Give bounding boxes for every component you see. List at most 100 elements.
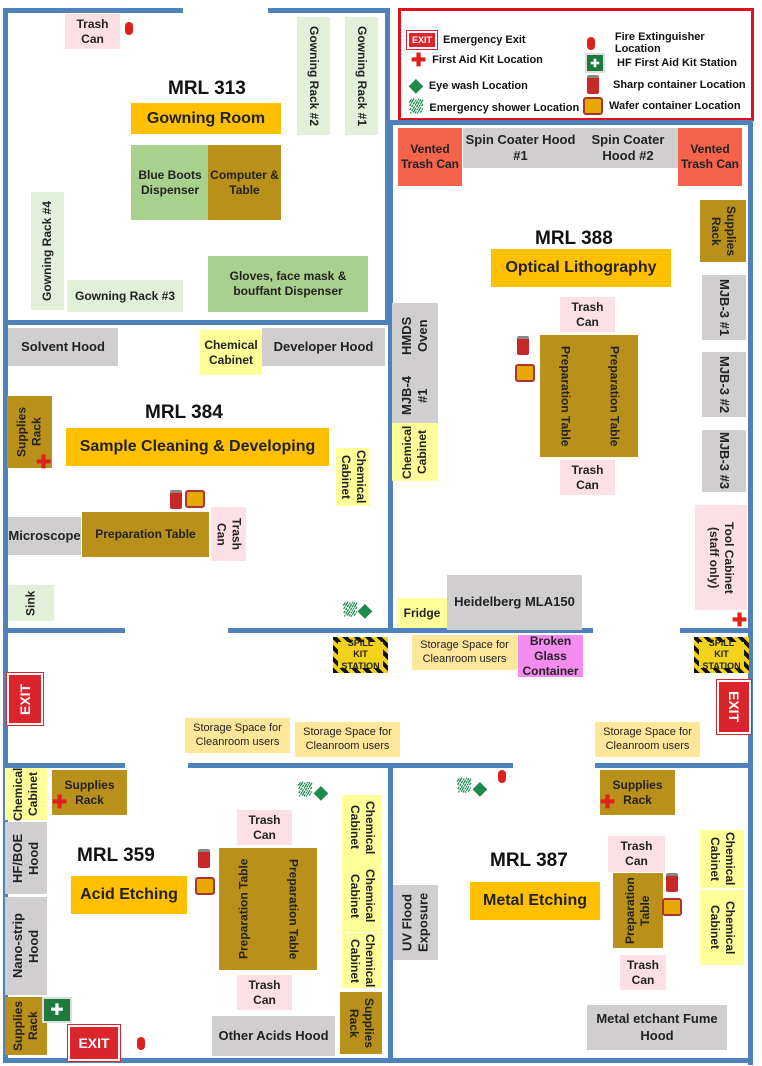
sharp-container-icon <box>170 490 182 509</box>
chemical-cabinet: Chemical Cabinet <box>392 423 438 481</box>
preparation-table: Preparation Table <box>540 335 590 457</box>
supplies-rack: Supplies Rack <box>340 992 382 1054</box>
supplies-rack: Supplies Rack <box>52 770 127 815</box>
trash-can: Trash Can <box>620 955 666 990</box>
nano-strip-hood: Nano-strip Hood <box>5 897 47 995</box>
wall <box>3 8 8 1063</box>
legend-hf-first-aid: HF First Aid Kit Station <box>617 57 737 69</box>
wafer-container-icon <box>583 97 603 115</box>
emergency-exit-sign: EXIT <box>6 672 44 726</box>
eye-wash-icon: ◆ <box>409 75 423 95</box>
first-aid-icon: ✚ <box>411 50 427 70</box>
trash-can: Trash Can <box>65 14 120 49</box>
chemical-cabinet: Chemical Cabinet <box>342 933 382 988</box>
emergency-exit-sign: EXIT <box>716 679 752 735</box>
wall <box>680 628 753 633</box>
spill-kit-station: SPILL KIT STATION <box>694 637 749 673</box>
spin-coater-hood: Spin Coater Hood #1 <box>463 128 578 168</box>
room-number-387: MRL 387 <box>490 850 568 871</box>
exit-sign-icon: EXIT <box>406 30 438 50</box>
fire-extinguisher-icon <box>498 770 506 783</box>
hf-boe-hood: HF/BOE Hood <box>5 822 47 894</box>
storage-space: Storage Space for Cleanroom users <box>185 718 290 753</box>
sink: Sink <box>8 585 54 621</box>
spin-coater-hood: Spin Coater Hood #2 <box>578 128 678 168</box>
room-number-384: MRL 384 <box>145 402 223 423</box>
wall <box>3 763 125 768</box>
gowning-rack: Gowning Rack #1 <box>345 17 378 135</box>
storage-space: Storage Space for Cleanroom users <box>412 635 517 670</box>
supplies-rack: Supplies Rack <box>600 770 675 815</box>
wall <box>188 763 513 768</box>
legend: EXIT Emergency Exit ✚ First Aid Kit Locati… <box>398 8 754 121</box>
gloves-dispenser: Gloves, face mask & bouffant Dispenser <box>208 256 368 312</box>
wall <box>388 763 393 1063</box>
room-number-313: MRL 313 <box>168 78 246 99</box>
trash-can: Trash Can <box>211 507 246 561</box>
preparation-table: Preparation Table <box>82 512 209 557</box>
sharp-container-icon <box>517 336 529 355</box>
room-name-359: Acid Etching <box>71 876 187 914</box>
boots-dispenser: Blue Boots Dispenser <box>131 145 209 220</box>
gowning-rack: Gowning Rack #4 <box>31 192 64 310</box>
shower-icon: ⛆ <box>409 97 424 117</box>
solvent-hood: Solvent Hood <box>8 328 118 366</box>
trash-can: Trash Can <box>237 810 292 845</box>
preparation-table: Preparation Table <box>219 848 269 970</box>
room-number-359: MRL 359 <box>77 845 155 866</box>
first-aid-icon: ✚ <box>36 452 52 472</box>
heidelberg-mla150: Heidelberg MLA150 <box>447 575 582 630</box>
first-aid-icon: ✚ <box>732 610 748 630</box>
eye-wash-icon: ◆ <box>473 778 487 798</box>
chemical-cabinet: Chemical Cabinet <box>700 890 744 965</box>
wall <box>388 120 393 632</box>
emergency-exit-sign: EXIT <box>67 1024 121 1062</box>
legend-fire-extinguisher: Fire Extinguisher Location <box>614 31 705 55</box>
wall <box>228 628 593 633</box>
sharp-container-icon <box>198 849 210 868</box>
eye-wash-icon: ◆ <box>358 600 372 620</box>
hmds-oven: HMDS Oven <box>392 303 438 368</box>
legend-shower: Emergency shower Location <box>429 101 580 114</box>
other-acids-hood: Other Acids Hood <box>212 1016 335 1056</box>
room-name-313: Gowning Room <box>131 103 281 134</box>
wall <box>388 120 753 125</box>
wall <box>3 628 125 633</box>
sharp-container-icon <box>587 75 599 94</box>
chemical-cabinet: Chemical Cabinet <box>700 830 744 888</box>
wall <box>385 8 390 323</box>
broken-glass-container: Broken Glass Container <box>518 634 583 678</box>
legend-eye-wash: Eye wash Location <box>428 79 528 92</box>
microscope: Microscope <box>8 517 81 555</box>
storage-space: Storage Space for Cleanroom users <box>295 722 400 757</box>
room-name-384: Sample Cleaning & Developing <box>66 428 329 466</box>
trash-can: Trash Can <box>237 975 292 1010</box>
first-aid-icon: ✚ <box>600 792 616 812</box>
spill-kit-station: SPILL KIT STATION <box>333 637 388 673</box>
chemical-cabinet: Chemical Cabinet <box>342 860 382 932</box>
spill-kit-label: SPILL KIT STATION <box>699 638 744 671</box>
wafer-container-icon <box>515 364 535 382</box>
fire-extinguisher-icon <box>125 22 133 35</box>
legend-first-aid: First Aid Kit Location <box>432 54 543 66</box>
vented-trash-can: Vented Trash Can <box>678 128 742 186</box>
shower-icon: ⛆ <box>298 780 313 800</box>
room-name-387: Metal Etching <box>470 882 600 920</box>
sharp-container-icon <box>666 873 678 892</box>
eye-wash-icon: ◆ <box>314 782 328 802</box>
gowning-rack: Gowning Rack #3 <box>67 280 183 312</box>
mjb4-aligner: MJB-4 #1 <box>392 368 438 423</box>
chemical-cabinet: Chemical Cabinet <box>342 795 382 860</box>
shower-icon: ⛆ <box>457 776 472 796</box>
shower-icon: ⛆ <box>343 600 358 620</box>
preparation-table: Preparation Table <box>269 848 317 970</box>
wall <box>595 763 753 768</box>
developer-hood: Developer Hood <box>262 328 385 366</box>
room-number-388: MRL 388 <box>535 228 613 249</box>
legend-emergency-exit: Emergency Exit <box>443 34 526 46</box>
fume-hood: Metal etchant Fume Hood <box>587 1005 727 1050</box>
fridge: Fridge <box>397 598 447 628</box>
chemical-cabinet: Chemical Cabinet <box>200 330 262 375</box>
wall <box>3 1058 753 1063</box>
